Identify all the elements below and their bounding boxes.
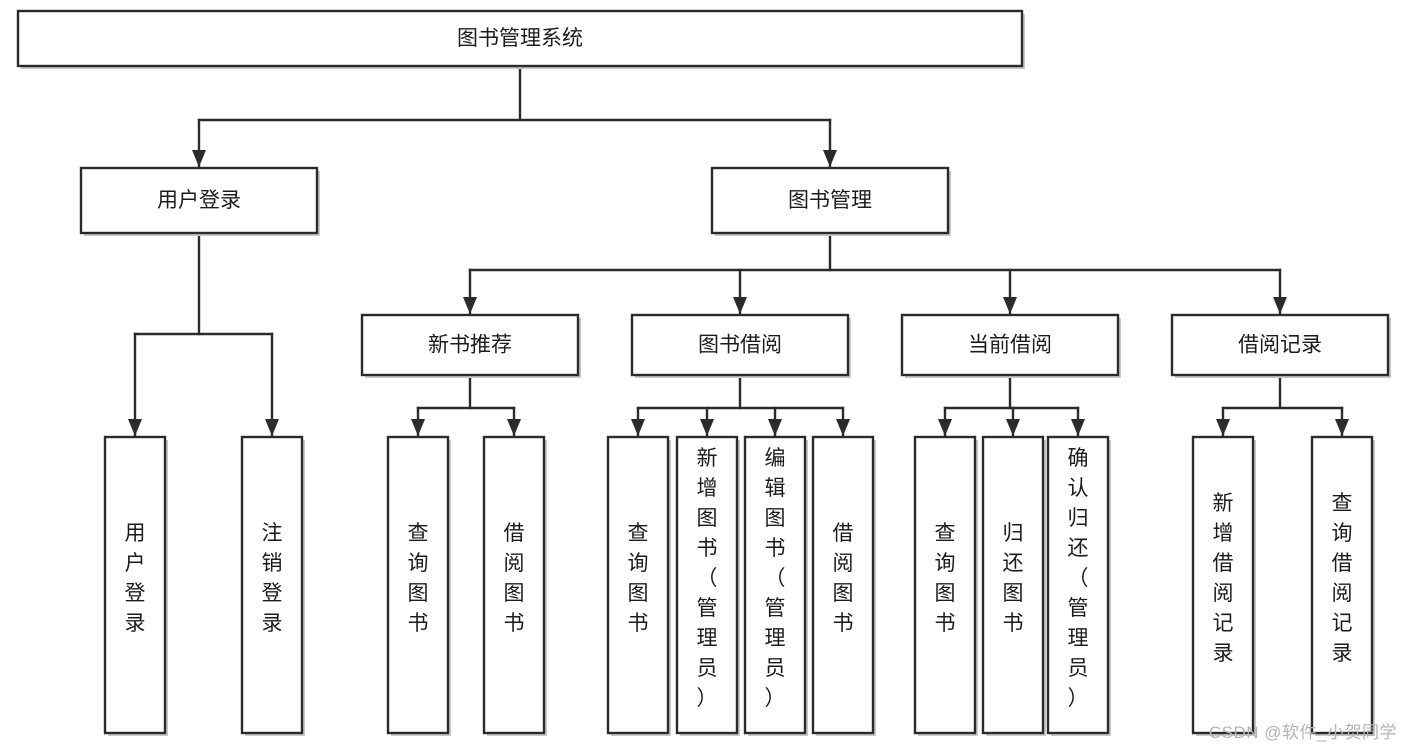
edge-arrowhead-leaf-edit-book [768,419,782,436]
node-leaf-query-book-3[interactable]: 查询图书 [913,435,978,736]
node-label-leaf-return-book: 归还图书 [1003,522,1024,635]
edges-layer [128,64,1349,438]
node-label-user-login: 用户登录 [157,189,241,212]
edge-arrowhead-leaf-borrow-book-2 [836,419,850,436]
node-label-book-manage: 图书管理 [788,189,872,212]
node-new-book-recommend[interactable]: 新书推荐 [360,313,581,378]
node-book-manage[interactable]: 图书管理 [710,166,951,236]
node-label-leaf-add-book: 新增图书（管理员） [697,447,718,710]
node-label-leaf-borrow-book-1: 借阅图书 [504,522,525,635]
edge-arrowhead-user-login [192,150,206,167]
node-label-leaf-borrow-book-2: 借阅图书 [833,522,854,635]
edge-arrowhead-borrow-record [1273,297,1287,314]
edge-arrowhead-book-borrow [733,297,747,314]
node-leaf-edit-book[interactable]: 编辑图书（管理员） [743,435,808,736]
node-leaf-borrow-book-2[interactable]: 借阅图书 [811,435,876,736]
nodes-layer: 图书管理系统用户登录用户登录注销登录图书管理新书推荐查询图书借阅图书图书借阅查询… [16,9,1391,736]
node-label-current-borrow: 当前借阅 [968,334,1052,357]
node-label-leaf-query-record: 查询借阅记录 [1332,492,1353,665]
edge-arrowhead-leaf-user-login [128,419,142,436]
edge-arrowhead-leaf-add-record [1216,419,1230,436]
node-label-leaf-query-book-1: 查询图书 [408,522,429,635]
node-book-borrow[interactable]: 图书借阅 [630,313,851,378]
edge-arrowhead-leaf-query-book-1 [411,419,425,436]
watermark-label: CSDN @软件_小贺同学 [1208,723,1397,742]
node-label-leaf-user-logout: 注销登录 [262,522,283,635]
node-label-leaf-query-book-2: 查询图书 [628,522,649,635]
edge-arrowhead-leaf-borrow-book-1 [507,419,521,436]
node-label-leaf-edit-book: 编辑图书（管理员） [765,447,786,710]
node-leaf-query-book-1[interactable]: 查询图书 [386,435,451,736]
node-leaf-confirm-return[interactable]: 确认归还（管理员） [1046,435,1111,736]
node-label-leaf-add-record: 新增借阅记录 [1213,492,1234,665]
edge-arrowhead-leaf-query-book-2 [631,419,645,436]
edge-arrowhead-leaf-query-book-3 [938,419,952,436]
edge-arrowhead-leaf-add-book [700,419,714,436]
node-leaf-user-logout[interactable]: 注销登录 [240,435,305,736]
node-leaf-borrow-book-1[interactable]: 借阅图书 [482,435,547,736]
edge-arrowhead-book-manage [823,150,837,167]
edge-arrowhead-leaf-user-logout [265,419,279,436]
node-label-leaf-query-book-3: 查询图书 [935,522,956,635]
edge-arrowhead-leaf-query-record [1335,419,1349,436]
node-current-borrow[interactable]: 当前借阅 [900,313,1121,378]
edge-arrowhead-leaf-confirm-return [1071,419,1085,436]
node-leaf-query-record[interactable]: 查询借阅记录 [1310,435,1375,736]
node-leaf-add-record[interactable]: 新增借阅记录 [1191,435,1256,736]
node-leaf-add-book[interactable]: 新增图书（管理员） [675,435,740,736]
node-label-borrow-record: 借阅记录 [1238,334,1322,357]
edge-arrowhead-leaf-return-book [1006,419,1020,436]
node-leaf-query-book-2[interactable]: 查询图书 [606,435,671,736]
node-leaf-user-login[interactable]: 用户登录 [103,435,168,736]
node-borrow-record[interactable]: 借阅记录 [1170,313,1391,378]
node-leaf-return-book[interactable]: 归还图书 [981,435,1046,736]
edge-arrowhead-new-book-recommend [463,297,477,314]
node-root[interactable]: 图书管理系统 [16,9,1025,69]
node-label-new-book-recommend: 新书推荐 [428,334,512,357]
node-label-leaf-user-login: 用户登录 [125,522,146,635]
node-label-leaf-confirm-return: 确认归还（管理员） [1068,447,1089,710]
node-user-login[interactable]: 用户登录 [79,166,320,236]
node-label-book-borrow: 图书借阅 [698,334,782,357]
edge-arrowhead-current-borrow [1003,297,1017,314]
node-label-root: 图书管理系统 [457,27,583,50]
